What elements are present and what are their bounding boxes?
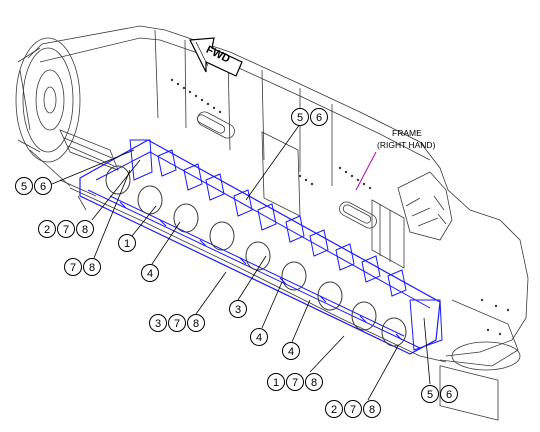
- callout-circle: [34, 177, 52, 195]
- callout-circle: [250, 328, 268, 346]
- roller-shields: [105, 165, 407, 347]
- callout-circle: [325, 400, 343, 418]
- callout-circle: [76, 220, 94, 238]
- callout-g-left-278: 2 7 8: [38, 220, 94, 238]
- callout-circle: [344, 400, 362, 418]
- callout-circle: [15, 177, 33, 195]
- callout-g-right-4: 4: [282, 342, 300, 360]
- callout-circle: [168, 314, 186, 332]
- frame-lower-rail: [29, 149, 447, 363]
- callout-circle: [64, 258, 82, 276]
- fwd-direction-arrow: FWD: [189, 37, 243, 77]
- callout-number: 6: [40, 181, 46, 193]
- frame-leader-line: [355, 151, 377, 191]
- callout-circle: [57, 220, 75, 238]
- callout-circle: [363, 400, 381, 418]
- track-guard-assembly: [79, 139, 443, 355]
- callout-number: 7: [350, 404, 356, 416]
- callout-circle: [291, 108, 309, 126]
- callout-g-left-4: 4: [141, 264, 159, 282]
- callout-g-bottom-278: 2 7 8: [325, 400, 381, 418]
- callout-number: 8: [311, 377, 317, 389]
- callout-number: 7: [292, 377, 298, 389]
- frame-label-line2: (RIGHT HAND): [377, 140, 436, 150]
- callout-number: 8: [89, 262, 95, 274]
- frame-upper-body: [27, 25, 529, 357]
- callout-circle: [149, 314, 167, 332]
- callout-number: 1: [124, 238, 130, 250]
- callout-number: 5: [427, 389, 433, 401]
- callout-number: 5: [21, 181, 27, 193]
- callout-circle: [440, 385, 458, 403]
- leader-lines: [51, 123, 431, 401]
- callout-number: 4: [288, 346, 294, 358]
- callout-circle: [229, 300, 247, 318]
- callout-g-mid-3: 3: [229, 300, 247, 318]
- guard-lower-tabs: [119, 201, 403, 341]
- callout-number: 4: [147, 268, 153, 280]
- guard-brackets: [157, 149, 407, 297]
- callout-circle: [421, 385, 439, 403]
- callout-number: 8: [369, 404, 375, 416]
- callout-number: 8: [82, 224, 88, 236]
- callout-number: 1: [273, 377, 279, 389]
- frame-rivets: [170, 78, 510, 336]
- callout-number: 7: [70, 262, 76, 274]
- callout-circle: [118, 234, 136, 252]
- callout-circle: [282, 342, 300, 360]
- callout-number: 2: [331, 404, 337, 416]
- callout-number: 8: [193, 318, 199, 330]
- callout-circle: [38, 220, 56, 238]
- callout-g-bottom-378: 3 7 8: [149, 314, 205, 332]
- callout-number: 3: [235, 304, 241, 316]
- callout-number: 3: [155, 318, 161, 330]
- callout-circle: [286, 373, 304, 391]
- callout-number: 6: [446, 389, 452, 401]
- rear-idler-wheel: [15, 37, 81, 163]
- callout-circle: [187, 314, 205, 332]
- callout-number: 6: [316, 112, 322, 124]
- front-idler-assembly: [397, 171, 521, 421]
- callout-circle: [267, 373, 285, 391]
- callout-circle: [83, 258, 101, 276]
- callout-g-left-1: 1: [118, 234, 136, 252]
- callout-number: 7: [174, 318, 180, 330]
- callout-number: 4: [256, 332, 262, 344]
- callout-number: 5: [297, 112, 303, 124]
- callout-g-bottom-178: 1 7 8: [267, 373, 323, 391]
- track-frame-drawing: [15, 25, 529, 421]
- callout-number: 2: [44, 224, 50, 236]
- frame-label-line1: FRAME: [392, 128, 422, 138]
- frame-label-group: FRAME (RIGHT HAND): [355, 128, 436, 191]
- callout-circle: [141, 264, 159, 282]
- callout-circle: [310, 108, 328, 126]
- callout-number: 7: [63, 224, 69, 236]
- callout-circle: [305, 373, 323, 391]
- callout-g-mid-4: 4: [250, 328, 268, 346]
